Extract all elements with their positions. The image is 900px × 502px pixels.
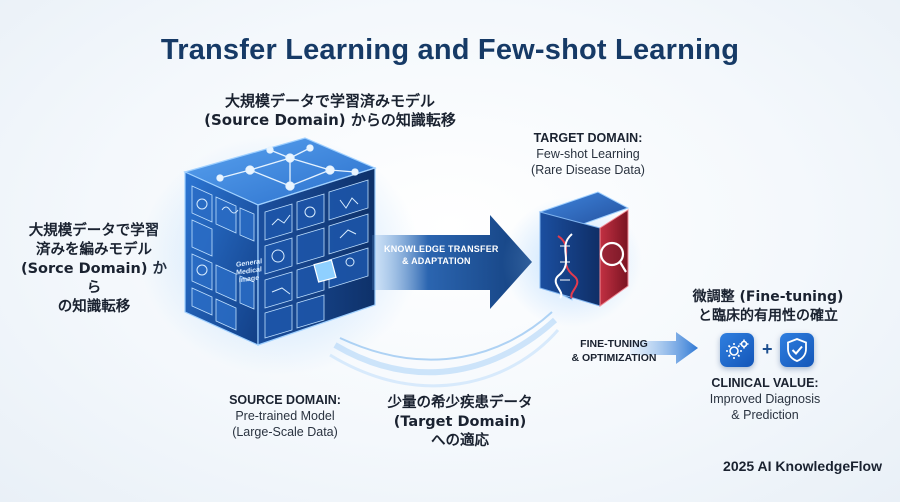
flow-curves [329, 311, 560, 388]
left-caption-line1: 大規模データで学習 [28, 223, 160, 239]
right-caption-jp: 微調整 (Fine-tuning) と臨床的有用性の確立 [678, 288, 858, 326]
fine-tuning-arrow [630, 332, 698, 364]
source-domain-heading: SOURCE DOMAIN: [229, 393, 341, 407]
clinical-value-label: CLINICAL VALUE: Improved Diagnosis & Pre… [690, 375, 840, 423]
knowledge-transfer-line2: & ADAPTATION [402, 256, 471, 266]
knowledge-transfer-label: KNOWLEDGE TRANSFER & ADAPTATION [384, 243, 514, 267]
source-caption-jp: 大規模データで学習済みモデル (Source Domain) からの知識転移 [150, 92, 510, 130]
knowledge-transfer-line1: KNOWLEDGE TRANSFER [384, 244, 499, 254]
target-domain-line2: (Rare Disease Data) [531, 163, 645, 177]
shield-check-icon [780, 333, 814, 367]
fine-tuning-line1: FINE-TUNING [580, 338, 648, 350]
source-domain-line2: (Large-Scale Data) [232, 425, 338, 439]
bottom-caption-jp: 少量の希少疾患データ (Target Domain) への適応 [370, 394, 550, 451]
target-domain-heading: TARGET DOMAIN: [533, 131, 643, 145]
source-cube [183, 137, 377, 346]
clinical-value-line2: & Prediction [731, 408, 799, 422]
source-domain-line1: Pre-trained Model [235, 409, 335, 423]
plus-sign: + [762, 339, 773, 359]
knowledge-transfer-arrow [372, 215, 532, 309]
clinical-value-heading: CLINICAL VALUE: [711, 376, 819, 390]
bottom-caption-line2: (Target Domain) [393, 414, 527, 430]
fine-tuning-label: FINE-TUNING & OPTIMIZATION [549, 337, 679, 365]
page-title: Transfer Learning and Few-shot Learning [160, 34, 740, 66]
source-caption-line2: (Source Domain) からの知識転移 [204, 111, 456, 129]
target-domain-label: TARGET DOMAIN: Few-shot Learning (Rare D… [518, 130, 658, 178]
source-domain-label: SOURCE DOMAIN: Pre-trained Model (Large-… [210, 392, 360, 440]
bottom-caption-line3: への適応 [431, 433, 489, 449]
footer-credit: 2025 AI KnowledgeFlow [723, 458, 882, 474]
left-caption-line3: (Sorce Domain) から [20, 261, 168, 296]
gears-icon [720, 333, 754, 367]
target-domain-line1: Few-shot Learning [536, 147, 640, 161]
fine-tuning-line2: & OPTIMIZATION [571, 352, 657, 364]
source-caption-line1: 大規模データで学習済みモデル [224, 92, 435, 110]
clinical-value-line1: Improved Diagnosis [709, 392, 821, 406]
right-caption-line2: と臨床的有用性の確立 [698, 308, 838, 324]
left-caption-line2: 済みを編みモデル [36, 242, 152, 258]
left-caption-jp: 大規模データで学習 済みを編みモデル (Sorce Domain) から の知識… [14, 222, 174, 317]
left-caption-line4: の知識転移 [57, 299, 131, 315]
target-cube [502, 191, 642, 327]
bottom-caption-line1: 少量の希少疾患データ [387, 395, 533, 411]
right-caption-line1: 微調整 (Fine-tuning) [692, 289, 844, 305]
